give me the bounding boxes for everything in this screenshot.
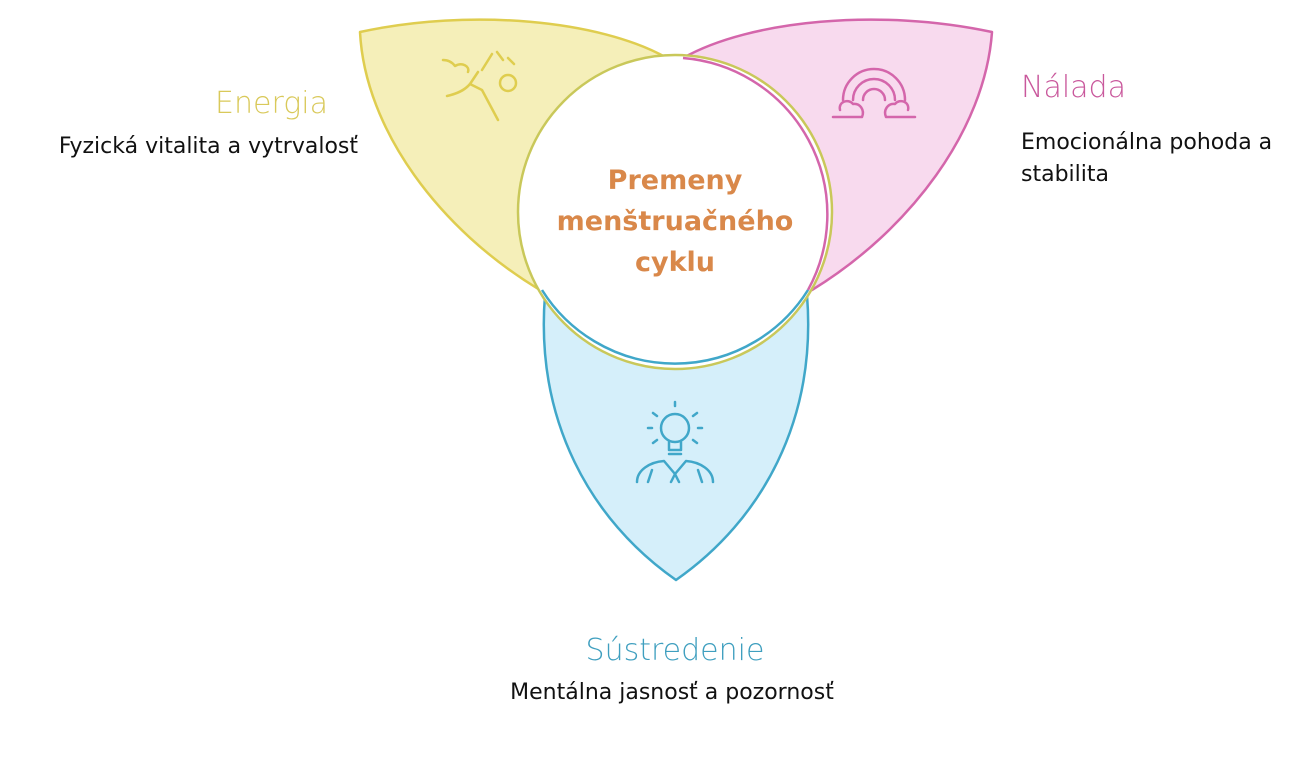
focus-petal bbox=[542, 293, 810, 582]
center-circle-right-arc bbox=[682, 56, 829, 291]
mood-description: Emocionálna pohoda a stabilita bbox=[1021, 130, 1273, 187]
center-circle bbox=[516, 53, 834, 371]
energy-title: Energia bbox=[215, 86, 328, 121]
rainbow-icon bbox=[831, 67, 917, 119]
center-circle-bottom-arc bbox=[540, 289, 810, 365]
focus-title: Sústredenie bbox=[585, 633, 765, 668]
energy-description: Fyzická vitalita a vytrvalosť bbox=[58, 134, 358, 159]
lightbulb-head-icon bbox=[635, 400, 715, 484]
running-person-icon bbox=[441, 50, 518, 122]
mood-title: Nálada bbox=[1021, 70, 1126, 105]
focus-description: Mentálna jasnosť a pozornosť bbox=[510, 680, 834, 705]
center-title: Premeny menštruačného cyklu bbox=[556, 165, 794, 278]
